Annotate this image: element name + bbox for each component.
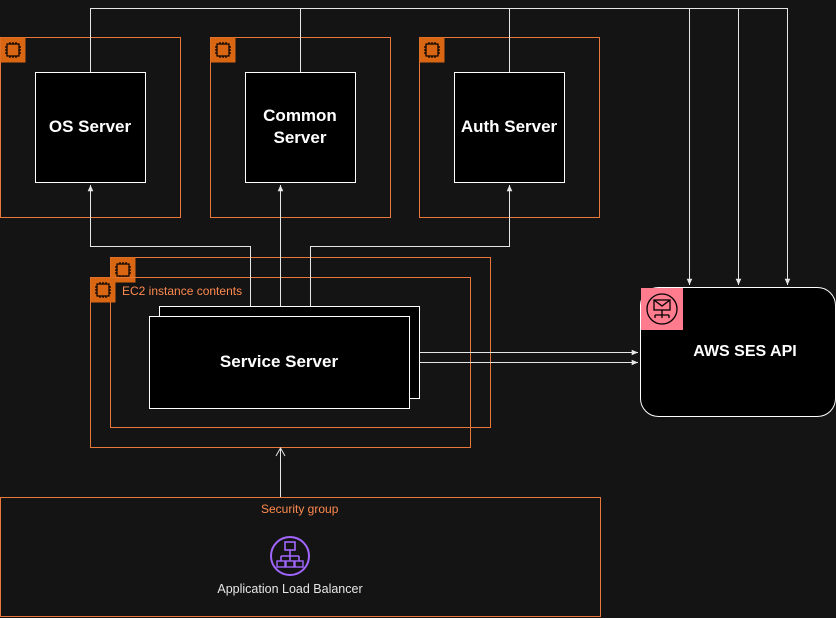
common-server-label: Common Server xyxy=(263,106,337,147)
load-balancer-icon xyxy=(270,536,310,576)
ec2-chip-icon xyxy=(0,37,26,63)
ses-api-label: AWS SES API xyxy=(693,343,797,360)
ec2-chip-icon xyxy=(90,277,116,303)
service-server-box[interactable] xyxy=(149,316,410,409)
edge-bus-to-ses xyxy=(689,8,791,285)
security-group-box xyxy=(0,497,601,617)
ec2-chip-icon xyxy=(419,37,445,63)
os-server-box[interactable] xyxy=(35,72,146,183)
edge-service-to-os xyxy=(87,185,251,306)
auth-server-label: Auth Server xyxy=(460,117,558,136)
connectors xyxy=(87,8,791,497)
ec2-group-service-back xyxy=(110,257,491,428)
common-server-box[interactable] xyxy=(245,72,356,183)
edge-os-to-ses xyxy=(90,8,693,285)
security-group-label: Security group xyxy=(261,502,339,516)
edge-service-to-auth xyxy=(310,185,513,306)
edge-auth-to-ses xyxy=(509,8,742,285)
ses-email-icon xyxy=(641,288,683,330)
load-balancer-label: Application Load Balancer xyxy=(217,582,363,596)
ec2-chip-icon xyxy=(210,37,236,63)
auth-server-box[interactable] xyxy=(454,72,565,183)
os-server-label: OS Server xyxy=(48,117,132,136)
ec2-instance-contents-label: EC2 instance contents xyxy=(122,284,243,298)
service-server-label: Service Server xyxy=(219,352,339,371)
